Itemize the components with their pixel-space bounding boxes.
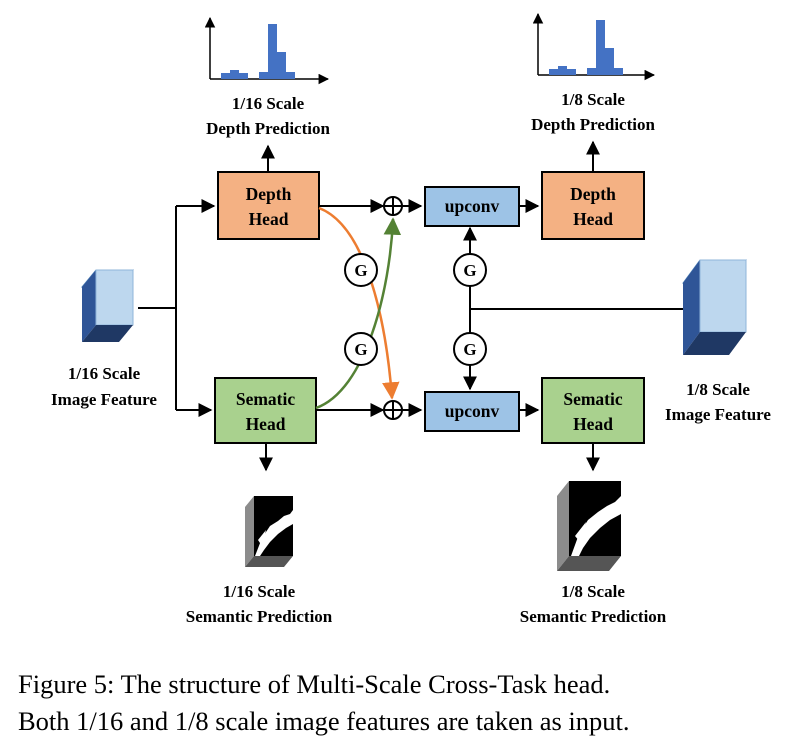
gate-feature-lower-label: G [463,340,476,359]
semantic-mask-1-16 [245,496,293,567]
depth-head-1-8-line2: Head [573,209,613,229]
upconv-top [424,186,520,227]
upconv-bottom [424,391,520,432]
semantic-head-1-8 [541,377,645,444]
gate-feature-lower: G [453,332,487,366]
semantic-head-1-16 [214,377,317,444]
depth-prediction-1-8-line1: 1/8 Scale [561,90,625,109]
sum-node-bottom [383,400,403,420]
gate-cross-upper: G [344,253,378,287]
figure-caption: Figure 5: The structure of Multi-Scale C… [18,666,798,740]
semantic-prediction-1-8-line2: Semantic Prediction [520,607,667,626]
semantic-to-depth-cross-arrow [315,217,402,410]
image-feature-1-8-line2: Image Feature [665,405,771,424]
semantic-head-1-8-line2: Head [573,414,613,434]
depth-head-1-8 [541,171,645,240]
upconv-bottom-label: upconv [445,401,500,421]
image-feature-1-16-line1: 1/16 Scale [68,364,141,383]
depth-head-1-8-line1: Depth [570,184,616,204]
gate-cross-lower: G [344,332,378,366]
image-feature-1-8-line1: 1/8 Scale [686,380,750,399]
depth-prediction-1-8-line2: Depth Prediction [531,115,655,134]
sum-node-top [383,196,403,216]
upconv-top-label: upconv [445,196,500,216]
gate-cross-upper-label: G [354,261,367,280]
image-feature-1-16-block [80,269,135,342]
semantic-prediction-1-16-line2: Semantic Prediction [186,607,333,626]
depth-prediction-1-16-line2: Depth Prediction [206,119,330,138]
depth-head-1-16-line2: Head [249,209,289,229]
semantic-prediction-1-16-line1: 1/16 Scale [223,582,296,601]
caption-line-2: Both 1/16 and 1/8 scale image features a… [18,706,630,736]
multi-scale-cross-task-diagram: 1/16 Scale Depth Prediction 1/8 Scale De… [51,12,771,626]
depth-head-1-16-line1: Depth [246,184,292,204]
semantic-head-1-16-line1: Sematic [236,389,296,409]
semantic-head-1-16-line2: Head [246,414,286,434]
depth-histogram-1-8 [532,12,656,81]
gate-feature-upper-label: G [463,261,476,280]
semantic-mask-1-8 [557,481,621,571]
depth-histogram-1-16 [204,16,330,85]
semantic-head-1-8-line1: Sematic [563,389,623,409]
image-feature-1-8-block [682,259,747,355]
semantic-prediction-1-8-line1: 1/8 Scale [561,582,625,601]
caption-line-1: Figure 5: The structure of Multi-Scale C… [18,669,611,699]
depth-prediction-1-16-line1: 1/16 Scale [232,94,305,113]
gate-cross-lower-label: G [354,340,367,359]
gate-feature-upper: G [453,253,487,287]
image-feature-1-16-line2: Image Feature [51,390,157,409]
